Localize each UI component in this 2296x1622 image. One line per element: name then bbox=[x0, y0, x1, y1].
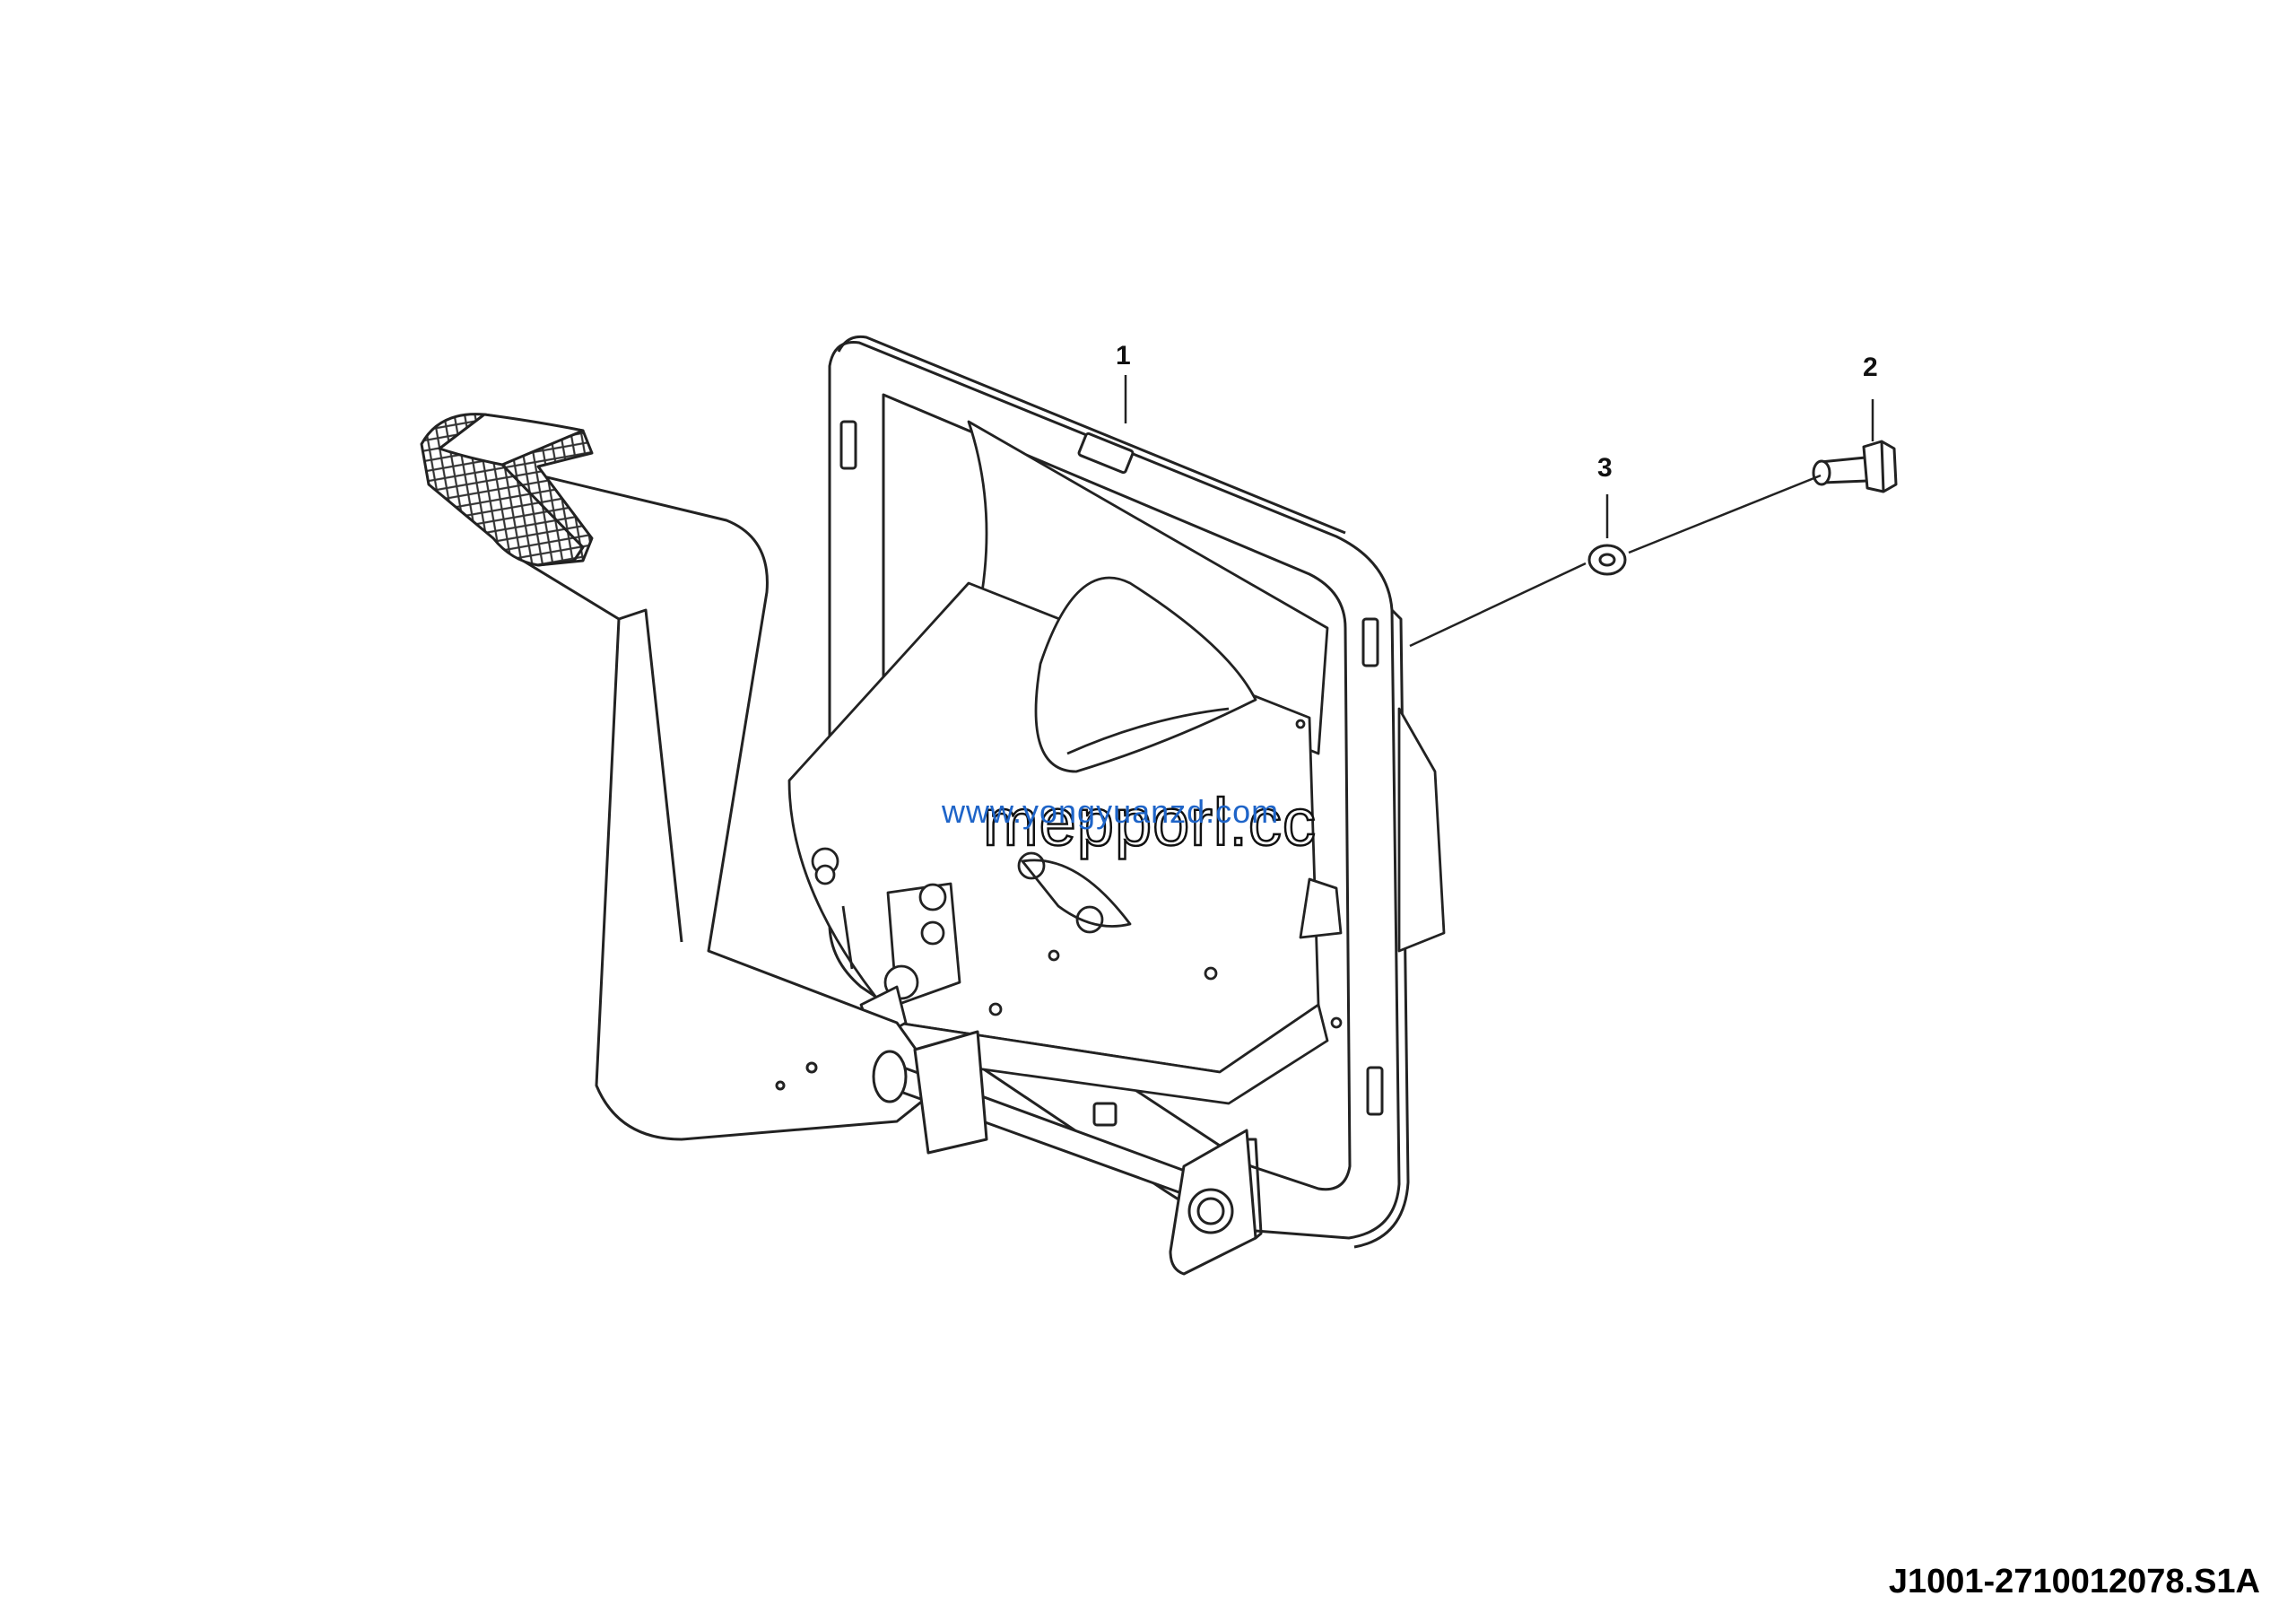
watermark-url: www.yongyuanzd.com bbox=[942, 793, 1280, 830]
pivot-shaft-assembly bbox=[872, 1030, 1263, 1276]
callout-2: 2 bbox=[1863, 353, 1878, 382]
watermark-brand: mepporl.cc bbox=[982, 785, 1317, 859]
leader-lines bbox=[1124, 375, 1874, 648]
inner-bracket bbox=[787, 420, 1446, 1105]
callout-1: 1 bbox=[1116, 341, 1131, 371]
hex-bolt bbox=[1812, 440, 1898, 493]
callout-3: 3 bbox=[1597, 453, 1613, 483]
pedal-arm bbox=[420, 413, 944, 1141]
flat-washer bbox=[1587, 544, 1627, 576]
drawing-code: J1001-2710012078.S1A bbox=[1888, 1563, 2260, 1600]
